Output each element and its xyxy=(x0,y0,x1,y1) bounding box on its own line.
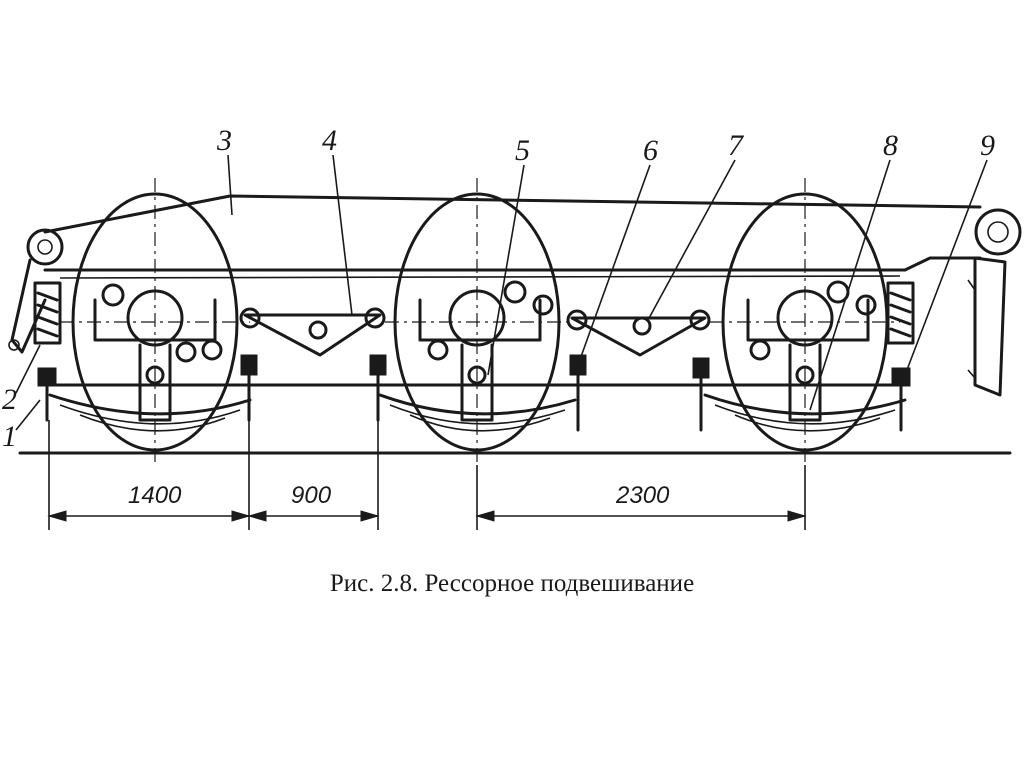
callout-9: 9 xyxy=(980,129,995,162)
figure-caption: Рис. 2.8. Рессорное подвешивание xyxy=(329,570,695,597)
dimension-900: 900 xyxy=(291,482,332,509)
callout-4: 4 xyxy=(322,124,337,157)
callout-7: 7 xyxy=(728,129,745,162)
wheel-1 xyxy=(60,178,250,465)
spring-hangers xyxy=(37,354,911,432)
leaf-spring-2 xyxy=(378,393,577,432)
dimension-1400: 1400 xyxy=(128,482,182,509)
coil-spring-left xyxy=(33,281,62,345)
dimension-2300: 2300 xyxy=(615,482,670,509)
rear-hanger xyxy=(967,256,1007,397)
axle-box-2 xyxy=(418,280,554,422)
callout-2: 2 xyxy=(2,383,17,416)
leaf-spring-3 xyxy=(703,393,907,432)
callout-8: 8 xyxy=(883,129,898,162)
axle-box-3 xyxy=(746,280,877,422)
callout-3: 3 xyxy=(216,124,232,157)
balancer-left xyxy=(239,307,386,357)
wheel-2 xyxy=(385,178,570,465)
callout-5: 5 xyxy=(515,134,530,167)
wheel-3 xyxy=(710,178,900,465)
frame xyxy=(26,194,1022,279)
coil-spring-right xyxy=(886,281,915,345)
dimensions: 1400 900 2300 xyxy=(47,420,807,530)
leaf-spring-1 xyxy=(48,393,252,432)
balancer-right xyxy=(566,309,711,357)
axle-box-1 xyxy=(93,283,223,422)
callout-1: 1 xyxy=(2,420,17,453)
callouts: 1 2 3 4 5 6 7 8 9 xyxy=(2,124,995,453)
callout-6: 6 xyxy=(643,134,658,167)
